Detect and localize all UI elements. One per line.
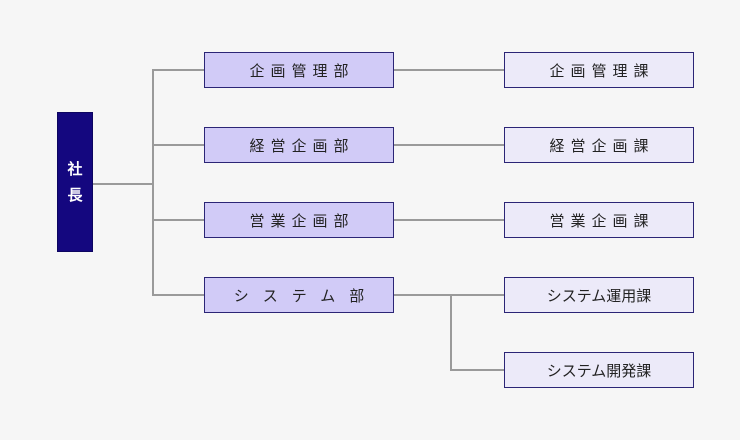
section-box: システム運用課: [504, 277, 694, 313]
department-box: 営業企画部: [204, 202, 394, 238]
ceo-box: 社 長: [57, 112, 93, 252]
connector-department-2-section: [393, 144, 505, 146]
connector-to-department-1: [152, 69, 205, 71]
connector-system-section-spine: [450, 294, 452, 371]
connector-to-department-3: [152, 219, 205, 221]
ceo-label-char: 社: [67, 160, 83, 178]
ceo-label-char: 長: [67, 186, 83, 204]
department-box: 経営企画部: [204, 127, 394, 163]
connector-department-3-section: [393, 219, 505, 221]
section-box: システム開発課: [504, 352, 694, 388]
connector-department-4-section-1: [393, 294, 505, 296]
connector-department-4-section-2: [450, 369, 505, 371]
section-box: 経営企画課: [504, 127, 694, 163]
connector-department-spine: [152, 69, 154, 296]
connector-department-1-section: [393, 69, 505, 71]
department-box: システム部: [204, 277, 394, 313]
connector-to-department-2: [152, 144, 205, 146]
section-box: 企画管理課: [504, 52, 694, 88]
section-box: 営業企画課: [504, 202, 694, 238]
department-box: 企画管理部: [204, 52, 394, 88]
connector-to-department-4: [152, 294, 205, 296]
connector-ceo-trunk: [93, 183, 153, 185]
